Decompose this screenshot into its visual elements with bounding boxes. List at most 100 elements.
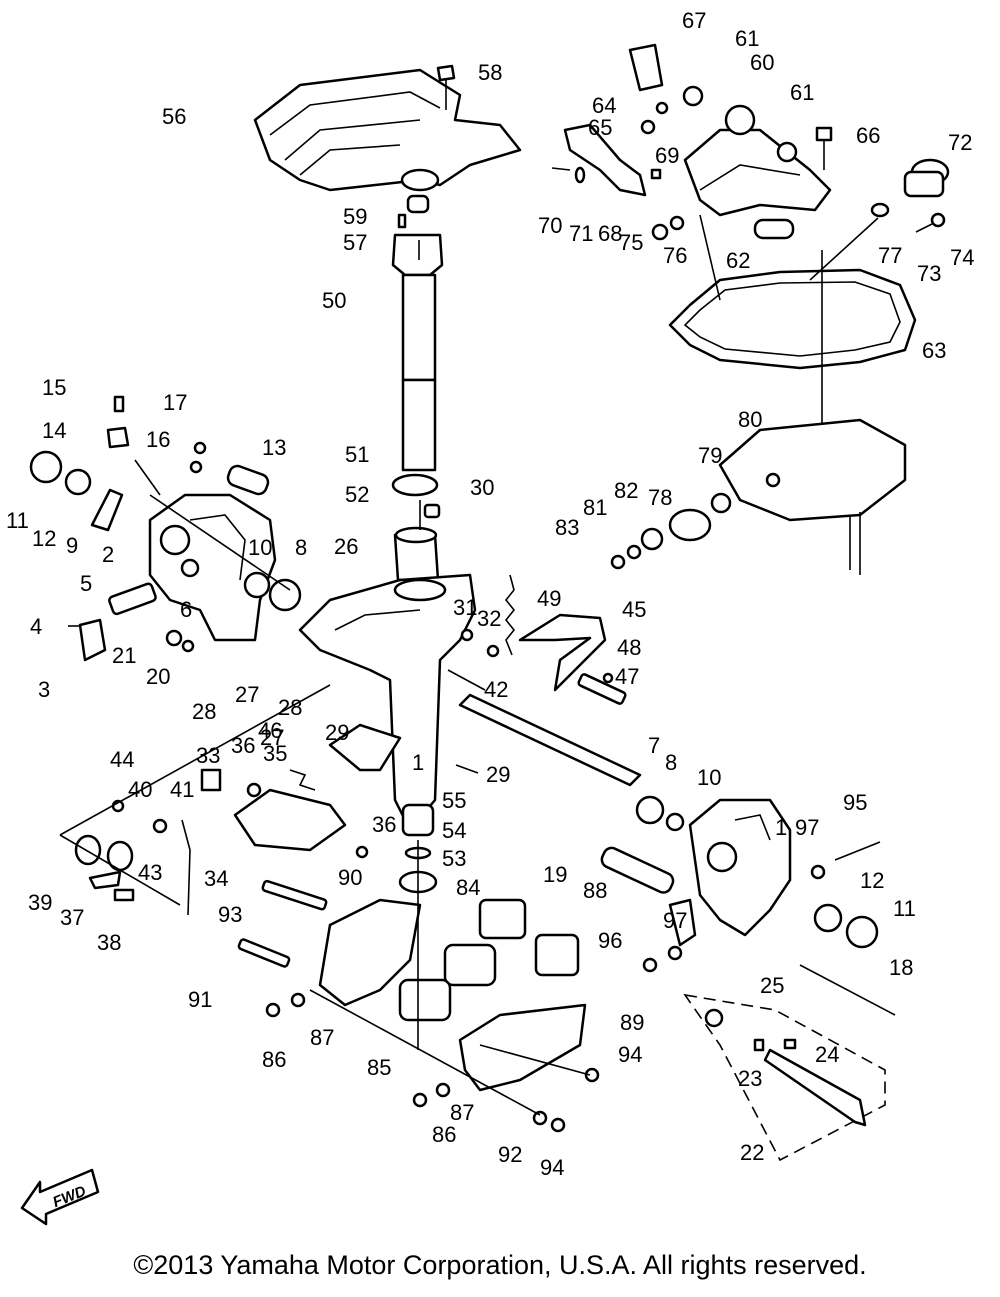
- callout-label-3: 3: [38, 677, 50, 702]
- callout-label-61: 61: [790, 80, 814, 105]
- callout-label-79: 79: [698, 443, 722, 468]
- callout-label-12: 12: [32, 526, 56, 551]
- callout-label-6: 6: [180, 597, 192, 622]
- callout-label-50: 50: [322, 288, 346, 313]
- callout-label-67: 67: [682, 8, 706, 33]
- callout-label-4: 4: [30, 614, 42, 639]
- callout-label-48: 48: [617, 635, 641, 660]
- callout-label-56: 56: [162, 104, 186, 129]
- part-88-rubber-mount: [478, 898, 527, 940]
- part-36-bolt-2: [355, 845, 369, 859]
- part-35-spring: [289, 769, 316, 791]
- part-70-screw: [551, 167, 571, 171]
- part-91-bolt: [237, 938, 291, 968]
- part-29-pin: [455, 764, 479, 774]
- part-11-knob-2: [845, 915, 879, 949]
- guide-line: [149, 494, 291, 591]
- guide-line: [134, 459, 161, 496]
- part-8-bushing-2: [635, 795, 665, 825]
- part-12-washer-2: [813, 903, 843, 933]
- callout-label-27: 27: [235, 682, 259, 707]
- callout-label-41: 41: [170, 777, 194, 802]
- part-55-bushing: [401, 803, 435, 837]
- part-25-grease-nipple: [704, 1008, 724, 1028]
- callout-label-10: 10: [248, 535, 272, 560]
- callout-label-90: 90: [338, 865, 362, 890]
- leader-line: [309, 989, 541, 1116]
- callout-label-16: 16: [146, 427, 170, 452]
- part-74-nut: [930, 212, 946, 228]
- part-37-lever: [88, 870, 122, 890]
- callout-label-45: 45: [622, 597, 646, 622]
- part-95-bolt: [834, 841, 881, 861]
- callout-label-69: 69: [655, 143, 679, 168]
- callout-label-39: 39: [28, 890, 52, 915]
- part-87-washer-2: [435, 1082, 451, 1098]
- part-65-nut: [640, 119, 656, 135]
- part-63-gasket: [668, 268, 917, 370]
- callout-label-75: 75: [619, 230, 643, 255]
- callout-label-12: 12: [860, 868, 884, 893]
- part-24-pin: [783, 1038, 797, 1050]
- callout-label-94: 94: [618, 1042, 642, 1067]
- callout-label-53: 53: [442, 846, 466, 871]
- callout-label-95: 95: [843, 790, 867, 815]
- part-73-screw: [915, 223, 933, 233]
- part-94-nut-2: [584, 1067, 600, 1083]
- part-97-washer-2: [667, 945, 683, 961]
- callout-label-11: 11: [893, 896, 916, 921]
- callout-label-92: 92: [498, 1142, 522, 1167]
- part-43-rod: [181, 819, 191, 916]
- part-47-bolt: [577, 673, 627, 705]
- part-19-pin: [600, 846, 675, 894]
- part-18-rod: [799, 964, 896, 1016]
- part-50-steering-shaft: [391, 233, 444, 472]
- part-97-clip: [668, 898, 697, 947]
- callout-label-13: 13: [262, 435, 286, 460]
- part-36-bolt: [246, 782, 262, 798]
- part-66-bolt: [815, 126, 833, 170]
- part-82-nut: [610, 554, 626, 570]
- guide-line: [59, 834, 181, 906]
- part-20-washer: [181, 639, 195, 653]
- part-52-bushing: [393, 526, 440, 582]
- callout-label-80: 80: [738, 407, 762, 432]
- part-32-washer: [486, 644, 500, 658]
- callout-label-19: 19: [543, 862, 567, 887]
- part-68-link-plate: [563, 123, 647, 197]
- callout-label-33: 33: [196, 743, 220, 768]
- callout-label-83: 83: [555, 515, 579, 540]
- callout-label-1: 1: [412, 750, 424, 775]
- callout-label-52: 52: [345, 482, 369, 507]
- part-93-bolt: [261, 879, 328, 911]
- part-87-washer: [290, 992, 306, 1008]
- part-51-washer: [391, 473, 439, 497]
- engine-base-plate: [718, 418, 907, 575]
- callout-label-23: 23: [738, 1066, 762, 1091]
- callout-label-31: 31: [453, 595, 477, 620]
- callout-label-54: 54: [442, 818, 466, 843]
- callout-label-43: 43: [138, 860, 162, 885]
- callout-label-93: 93: [218, 902, 242, 927]
- part-22-group-box: [683, 993, 886, 1162]
- callout-label-24: 24: [815, 1042, 839, 1067]
- callout-label-9: 9: [66, 533, 78, 558]
- callout-label-29: 29: [325, 720, 349, 745]
- callout-label-36: 36: [372, 812, 396, 837]
- part-2-clamp-bracket: [148, 493, 277, 642]
- part-31-nut: [460, 628, 474, 642]
- callout-label-15: 15: [42, 375, 66, 400]
- part-86-bolt: [265, 1002, 281, 1018]
- callout-label-30: 30: [470, 475, 494, 500]
- callout-label-29: 29: [486, 762, 510, 787]
- part-61-washer: [682, 85, 704, 107]
- leader-line: [699, 214, 721, 301]
- part-62-pin: [753, 218, 795, 240]
- callout-label-37: 37: [60, 905, 84, 930]
- callout-label-82: 82: [614, 478, 638, 503]
- callout-label-73: 73: [917, 261, 941, 286]
- callout-label-77: 77: [878, 243, 902, 268]
- part-83-washer: [640, 527, 664, 551]
